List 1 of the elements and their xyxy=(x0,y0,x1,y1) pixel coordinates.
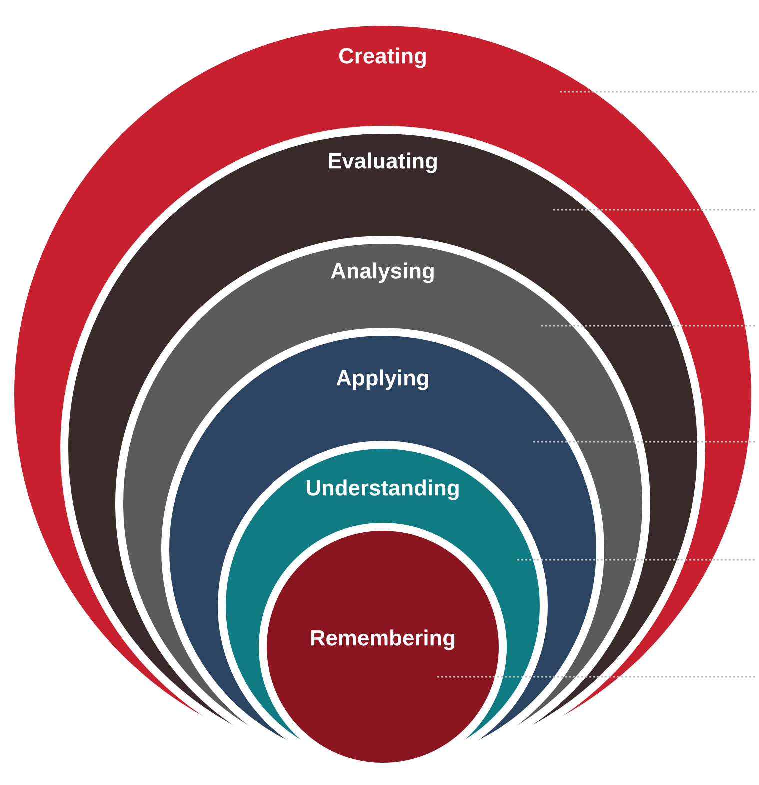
ring: Remembering xyxy=(259,523,507,771)
